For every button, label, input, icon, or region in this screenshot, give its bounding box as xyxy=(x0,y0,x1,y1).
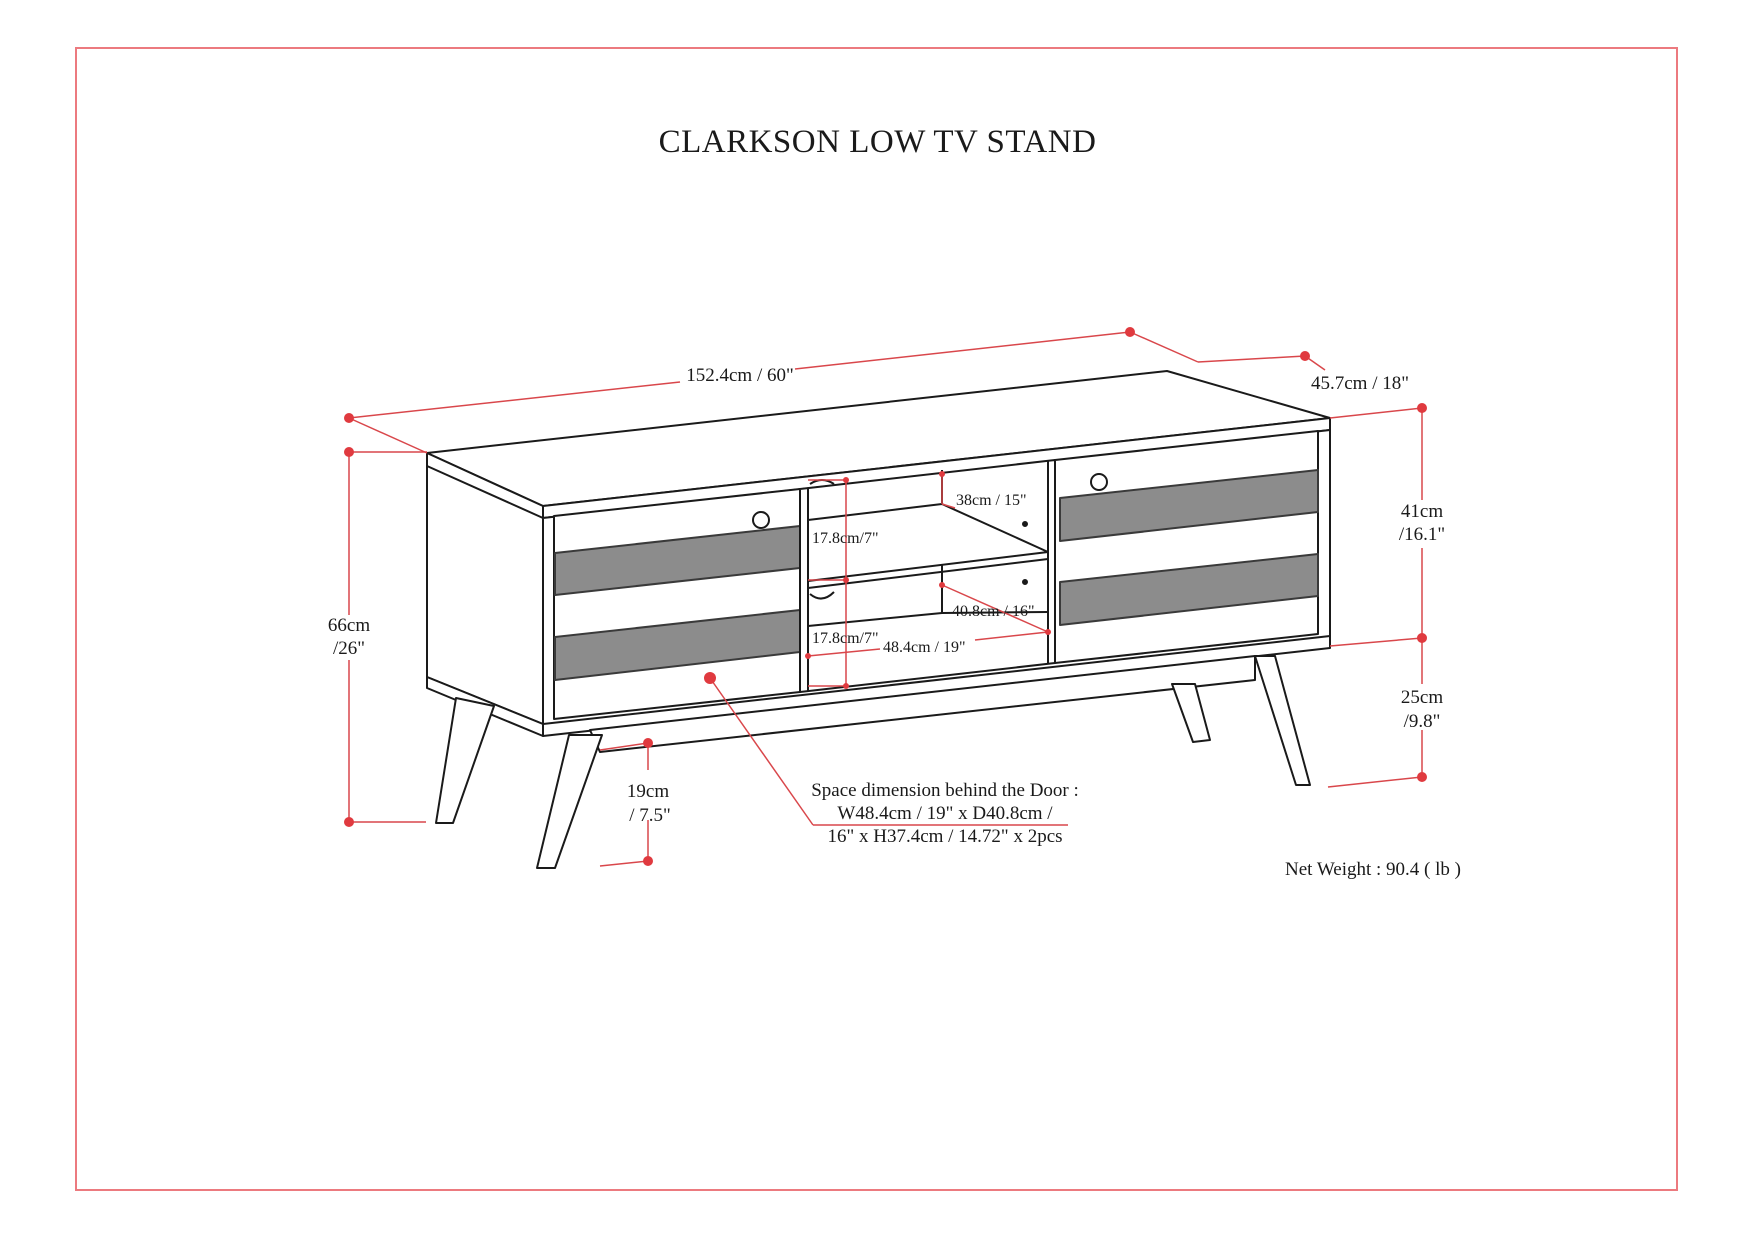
center-shelf xyxy=(807,503,1049,582)
opening-width-label: 48.4cm / 19" xyxy=(883,639,966,656)
opening-height-label: 38cm / 15" xyxy=(956,492,1027,509)
total-height-in-label: /26" xyxy=(333,638,365,659)
dimension-points xyxy=(344,327,1427,866)
door-space-note-line2: W48.4cm / 19" x D40.8cm / xyxy=(837,803,1053,824)
product-title: CLARKSON LOW TV STAND xyxy=(658,124,1097,160)
leg-back-right xyxy=(1171,683,1211,743)
clearance-in-label: / 7.5" xyxy=(629,805,671,826)
leg-front-right xyxy=(1254,655,1311,786)
right-door xyxy=(1054,430,1319,664)
left-door xyxy=(553,488,801,720)
leg-back-left xyxy=(435,697,495,824)
shelf-upper-label: 17.8cm/7" xyxy=(812,530,879,547)
right-door-pull xyxy=(1090,473,1108,491)
body-height-in-label: /16.1" xyxy=(1399,524,1445,545)
width-label: 152.4cm / 60" xyxy=(686,365,794,386)
depth-label: 45.7cm / 18" xyxy=(1311,373,1409,394)
net-weight-label: Net Weight : 90.4 ( lb ) xyxy=(1285,859,1461,880)
clearance-cm-label: 19cm xyxy=(627,781,669,802)
right-door-panel-upper xyxy=(1059,469,1319,542)
right-door-panel-lower xyxy=(1059,553,1319,626)
opening-depth-label: 40.8cm / 16" xyxy=(952,603,1035,620)
leg-height-in-label: /9.8" xyxy=(1404,711,1441,732)
leg-front-left xyxy=(536,734,603,869)
door-space-note-line1: Space dimension behind the Door : xyxy=(811,780,1079,801)
leg-height-cm-label: 25cm xyxy=(1401,687,1443,708)
page-frame xyxy=(75,47,1678,1191)
total-height-cm-label: 66cm xyxy=(328,615,370,636)
door-space-note-line3: 16" x H37.4cm / 14.72" x 2pcs xyxy=(827,826,1062,847)
tv-stand-drawing xyxy=(426,370,1331,869)
left-door-pull xyxy=(752,511,770,529)
body-height-cm-label: 41cm xyxy=(1401,501,1443,522)
shelf-lower-label: 17.8cm/7" xyxy=(812,630,879,647)
